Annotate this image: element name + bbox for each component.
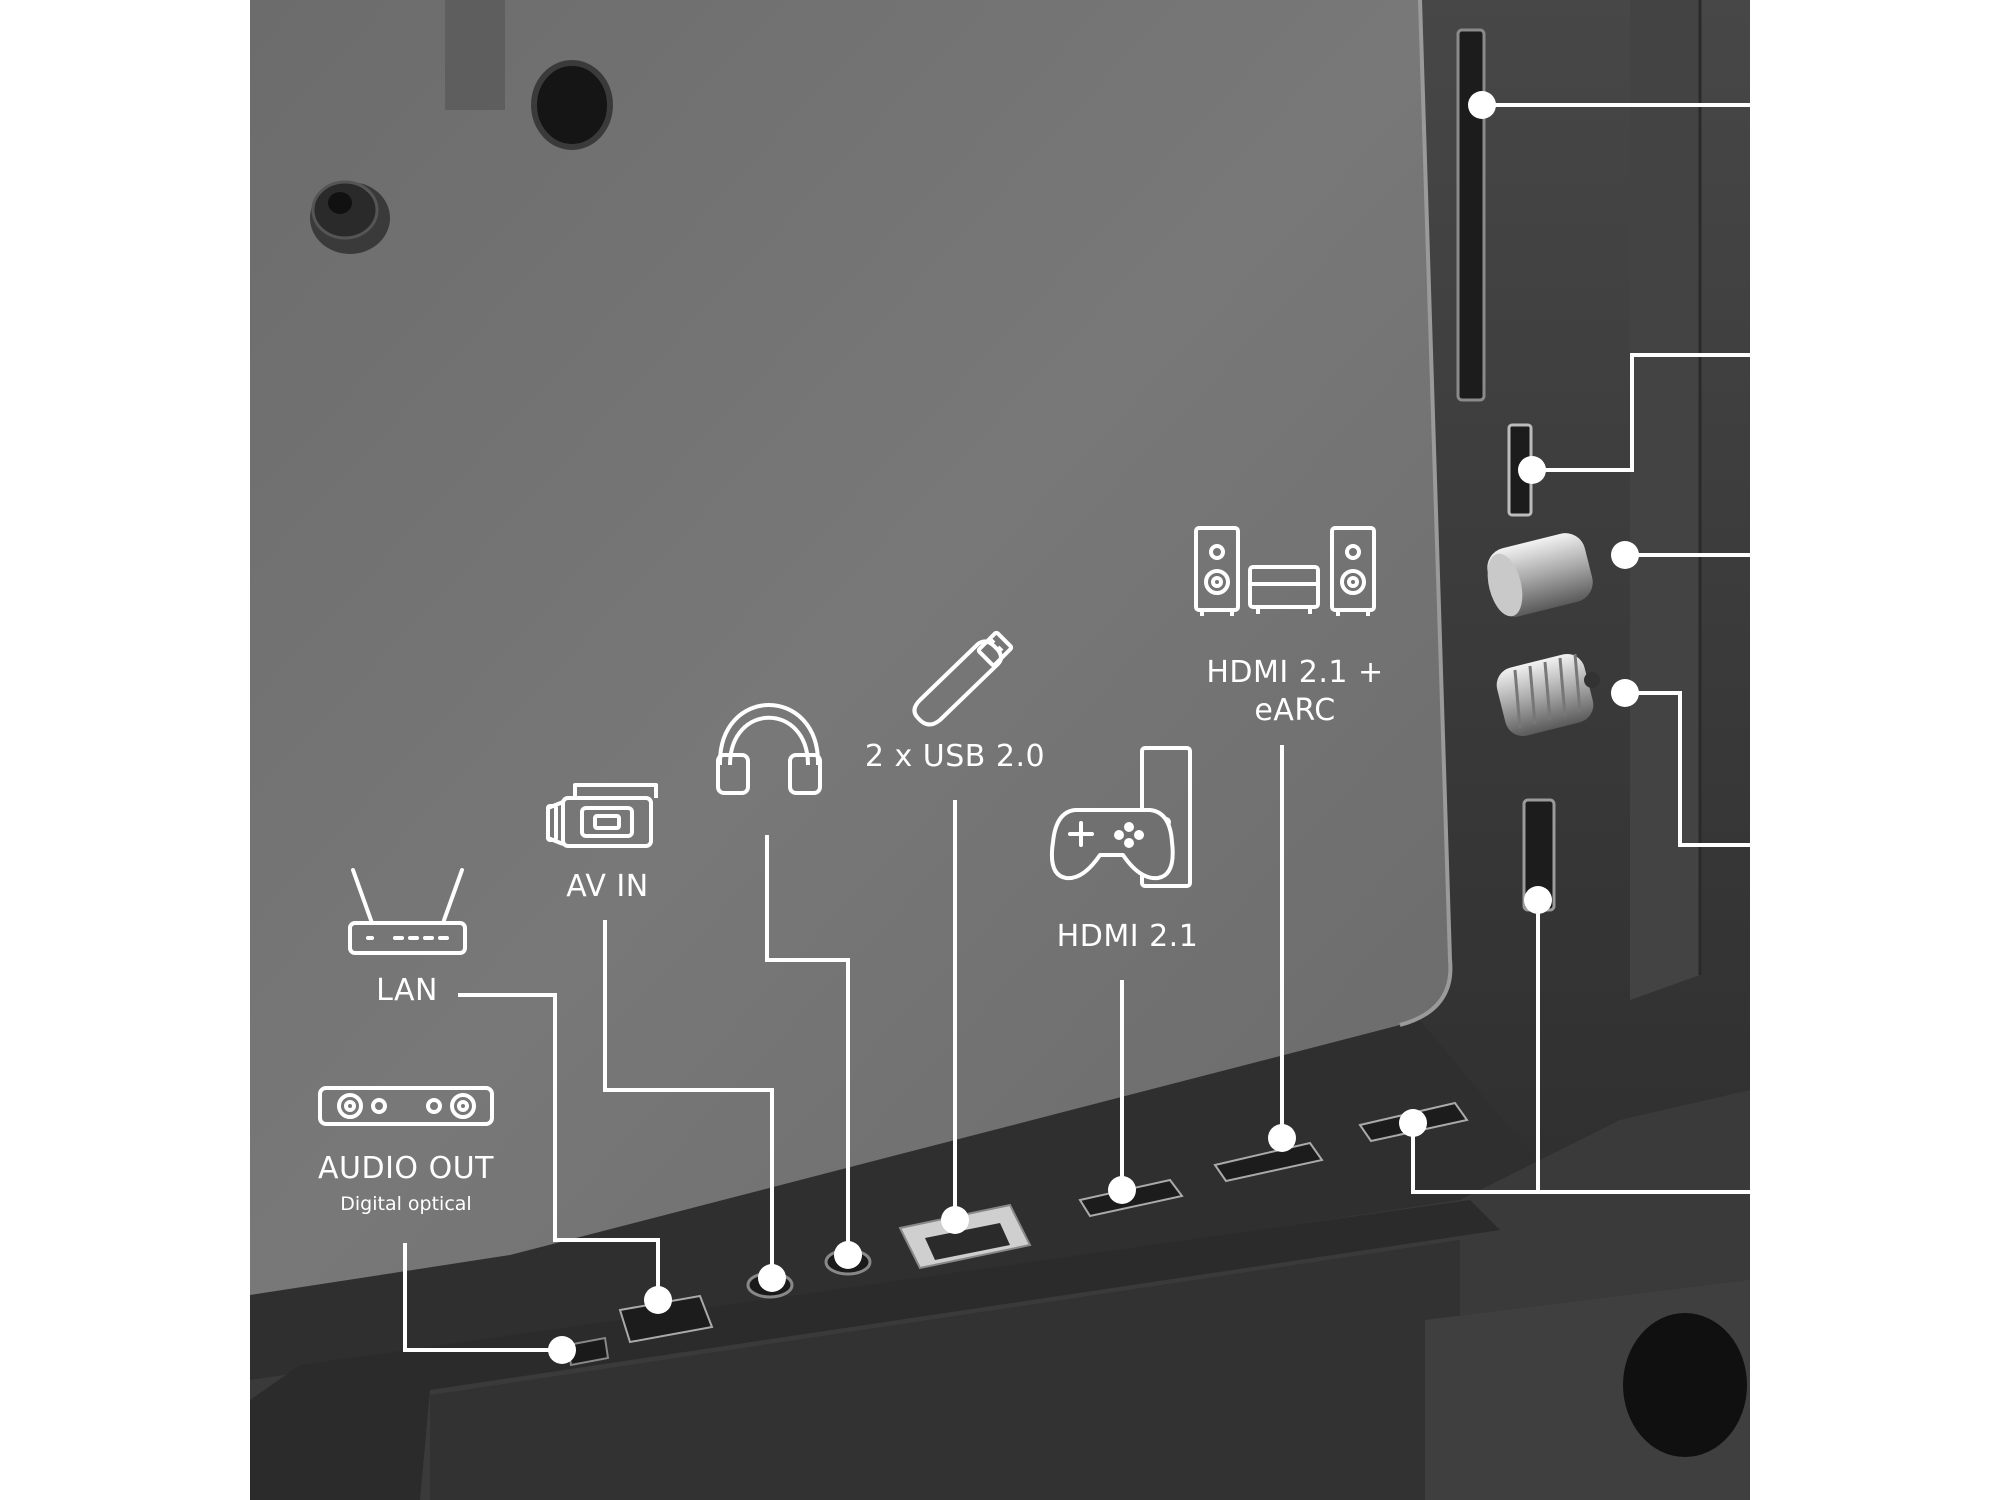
label-hdmi21: HDMI 2.1 — [1056, 919, 1199, 954]
lan-port — [618, 1294, 714, 1344]
callout-av-in — [603, 920, 774, 1280]
back-panel — [250, 0, 1451, 1295]
callout-audio-out — [403, 1243, 562, 1352]
callout-lan — [458, 993, 660, 1305]
callout-lines — [403, 103, 1750, 1352]
label-hdmi-earc-line2: eARC — [1254, 693, 1336, 728]
gamepad-console-icon — [1049, 746, 1192, 888]
home-theater-icon — [1194, 526, 1376, 616]
label-av-in: AV IN — [566, 869, 649, 904]
callout-dots — [548, 91, 1639, 1364]
callout-side-usb — [1532, 353, 1750, 472]
headphones-icon — [716, 703, 822, 795]
label-hdmi-earc-line1: HDMI 2.1 + — [1206, 655, 1384, 690]
callout-headphones — [765, 835, 850, 1258]
satellite-connector — [1496, 653, 1600, 737]
antenna-connector — [1487, 533, 1593, 617]
label-audio-out-sub: Digital optical — [340, 1193, 472, 1215]
router-icon — [348, 868, 467, 955]
callout-satellite — [1625, 691, 1750, 847]
camcorder-icon — [546, 783, 658, 848]
ci-slot — [1456, 28, 1486, 402]
soundbar-icon — [318, 1086, 494, 1126]
label-lan: LAN — [376, 973, 438, 1008]
mount-hole — [531, 60, 613, 150]
label-usb: 2 x USB 2.0 — [864, 739, 1046, 774]
label-audio-out: AUDIO OUT — [318, 1151, 494, 1186]
usb-stick-icon — [912, 630, 1014, 727]
callout-side-hdmi-group — [1411, 1125, 1750, 1194]
